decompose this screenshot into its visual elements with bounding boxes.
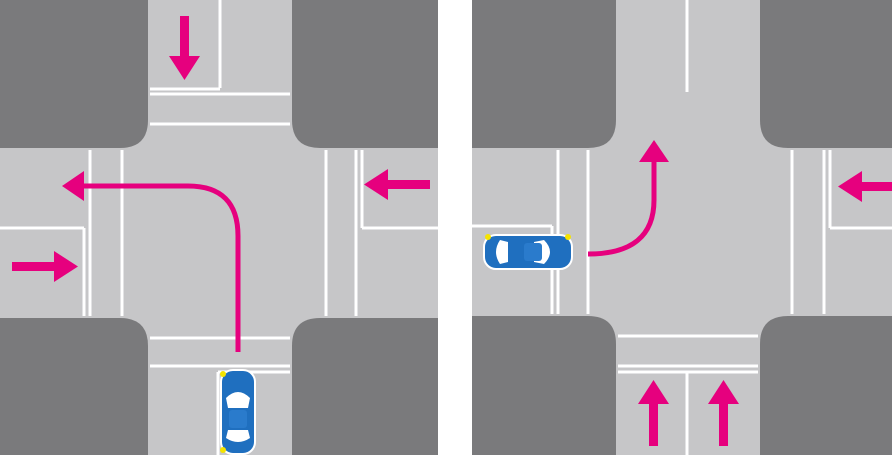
arrow-icon-up	[708, 380, 739, 446]
bottom-road-markings	[618, 334, 758, 455]
building-block-bottom-left	[472, 316, 616, 455]
turn-signal-icon	[485, 234, 571, 240]
building-block-bottom-right	[760, 316, 892, 455]
left-intersection-panel	[0, 0, 438, 455]
left-turn-path	[62, 171, 241, 352]
building-block-top-left	[0, 0, 148, 148]
arrow-icon-right	[12, 251, 78, 282]
left-turn-path	[587, 140, 669, 257]
arrow-icon-left	[838, 171, 892, 202]
bottom-road-markings	[150, 336, 290, 455]
right-road-markings	[324, 150, 438, 316]
arrow-icon-down	[169, 16, 200, 80]
right-road-markings	[790, 150, 892, 314]
arrow-icon-up	[638, 380, 669, 446]
turn-signal-icon	[220, 371, 226, 453]
building-block-top-left	[472, 0, 616, 148]
building-block-top-right	[292, 0, 438, 148]
building-block-top-right	[760, 0, 892, 148]
left-road-markings	[0, 150, 124, 316]
right-intersection-panel	[472, 0, 892, 455]
right-intersection-svg	[472, 0, 892, 455]
car-topdown-icon	[220, 369, 256, 455]
left-intersection-svg	[0, 0, 438, 455]
top-road-markings	[150, 0, 290, 126]
building-block-bottom-left	[0, 318, 148, 455]
car-topdown-icon	[483, 234, 573, 270]
building-block-bottom-right	[292, 318, 438, 455]
arrow-icon-left	[364, 169, 430, 200]
